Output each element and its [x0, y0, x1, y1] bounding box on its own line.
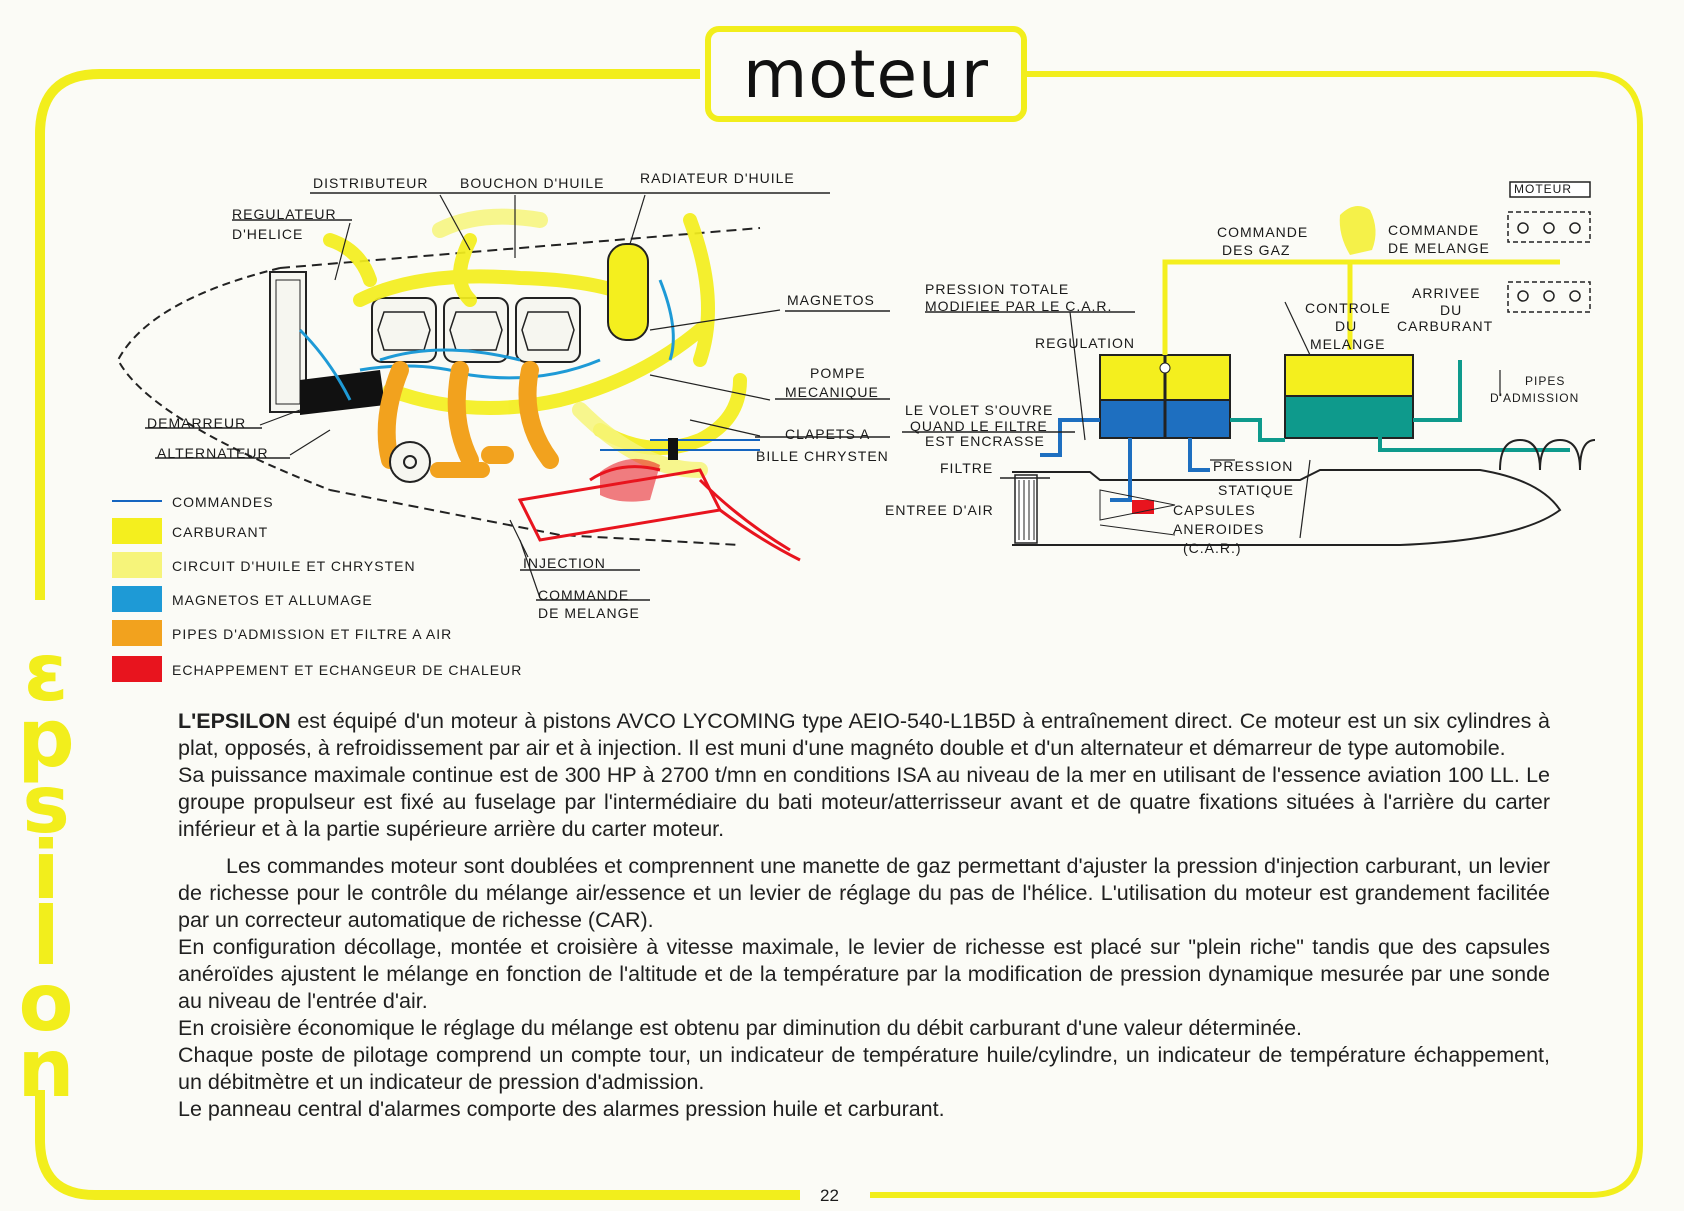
label-pipes-admission: D'ADMISSION: [1490, 391, 1580, 405]
brand-letter: s: [22, 758, 70, 851]
legend-label: PIPES D'ADMISSION ET FILTRE A AIR: [172, 626, 453, 642]
page-title: moteur: [742, 35, 990, 113]
legend-label: COMMANDES: [172, 494, 274, 510]
label-controle: CONTROLE: [1305, 300, 1391, 316]
label-filtre: FILTRE: [940, 460, 994, 476]
label-pipes: PIPES: [1525, 374, 1566, 388]
label-radiateur-huile: RADIATEUR D'HUILE: [640, 170, 795, 186]
label-commande-melange-car: COMMANDE: [1388, 222, 1480, 238]
label-magnetos: MAGNETOS: [787, 292, 875, 308]
label-controle-3: MELANGE: [1310, 336, 1386, 352]
paragraph: Chaque poste de pilotage comprend un com…: [178, 1043, 1550, 1094]
label-volet-3: EST ENCRASSE: [925, 433, 1045, 449]
legend-swatch: [112, 552, 162, 578]
label-statique: STATIQUE: [1218, 482, 1294, 498]
label-clapets: CLAPETS A: [785, 426, 871, 442]
label-commande-melange-2: DE MELANGE: [538, 605, 640, 621]
label-injection: INJECTION: [523, 555, 606, 571]
paragraph: Les commandes moteur sont doublées et co…: [178, 854, 1550, 932]
engine-diagram: [116, 192, 890, 601]
label-car: (C.A.R.): [1183, 540, 1242, 556]
label-capsules: CAPSULES: [1173, 502, 1256, 518]
brand-letter: ε: [23, 626, 69, 719]
label-regulateur-helice: D'HELICE: [232, 226, 304, 242]
brand-letter: n: [17, 1022, 75, 1115]
paragraph: En croisière économique le réglage du mé…: [178, 1016, 1303, 1040]
label-commande-gaz: COMMANDE: [1217, 224, 1309, 240]
paragraph: En configuration décollage, montée et cr…: [178, 935, 1550, 1013]
paragraph: Sa puissance maximale continue est de 30…: [178, 763, 1550, 841]
legend-swatch: [112, 500, 162, 502]
label-pression: PRESSION: [1213, 458, 1294, 474]
label-alternateur: ALTERNATEUR: [157, 445, 269, 461]
brand-letter: p: [17, 692, 75, 785]
legend-label: CARBURANT: [172, 524, 269, 540]
legend-label: CIRCUIT D'HUILE ET CHRYSTEN: [172, 558, 416, 574]
brand-letter: l: [32, 890, 60, 983]
page-number: 22: [820, 1186, 839, 1205]
brand-logo: ε p s i l o n: [6, 626, 86, 1115]
brand-name: L'EPSILON: [178, 709, 291, 733]
label-commande-melange-car-2: DE MELANGE: [1388, 240, 1490, 256]
label-commande-gaz-2: DES GAZ: [1222, 242, 1291, 258]
paragraph: L'EPSILON est équipé d'un moteur à pisto…: [178, 708, 1550, 762]
label-regulateur: REGULATEUR: [232, 206, 337, 222]
legend-swatch: [112, 518, 162, 544]
label-regulation: REGULATION: [1035, 335, 1135, 351]
legend-swatch: [112, 586, 162, 612]
label-commande-melange: COMMANDE: [538, 587, 630, 603]
label-aneroides: ANEROIDES: [1173, 521, 1265, 537]
label-pompe-mecanique: MECANIQUE: [785, 384, 879, 400]
paragraph: Le panneau central d'alarmes comporte de…: [178, 1097, 945, 1121]
brand-letter: o: [18, 956, 74, 1049]
label-entree-air: ENTREE D'AIR: [885, 502, 994, 518]
legend-swatch: [112, 656, 162, 682]
label-bille-chrysten: BILLE CHRYSTEN: [756, 448, 889, 464]
legend-swatch: [112, 620, 162, 646]
label-pression-totale-2: MODIFIEE PAR LE C.A.R.: [925, 298, 1113, 314]
label-moteur: MOTEUR: [1514, 182, 1572, 196]
label-pompe: POMPE: [810, 365, 866, 381]
title-box: moteur: [705, 26, 1027, 122]
label-arrivee: ARRIVEE: [1412, 285, 1481, 301]
legend-label: MAGNETOS ET ALLUMAGE: [172, 592, 373, 608]
brand-letter: i: [32, 824, 60, 917]
label-volet-2: QUAND LE FILTRE: [910, 418, 1048, 434]
label-bouchon-huile: BOUCHON D'HUILE: [460, 175, 605, 191]
label-pression-totale: PRESSION TOTALE: [925, 281, 1070, 297]
paragraph-text: est équipé d'un moteur à pistons AVCO LY…: [178, 709, 1550, 760]
body-text: L'EPSILON est équipé d'un moteur à pisto…: [178, 708, 1550, 1123]
label-distributeur: DISTRIBUTEUR: [313, 175, 429, 191]
label-arrivee-2: DU: [1440, 302, 1463, 318]
label-demarreur: DEMARREUR: [147, 415, 247, 431]
label-volet: LE VOLET S'OUVRE: [905, 402, 1054, 418]
label-arrivee-3: CARBURANT: [1397, 318, 1494, 334]
legend-label: ECHAPPEMENT ET ECHANGEUR DE CHALEUR: [172, 662, 523, 678]
label-controle-2: DU: [1335, 318, 1358, 334]
car-diagram: [902, 181, 1596, 546]
